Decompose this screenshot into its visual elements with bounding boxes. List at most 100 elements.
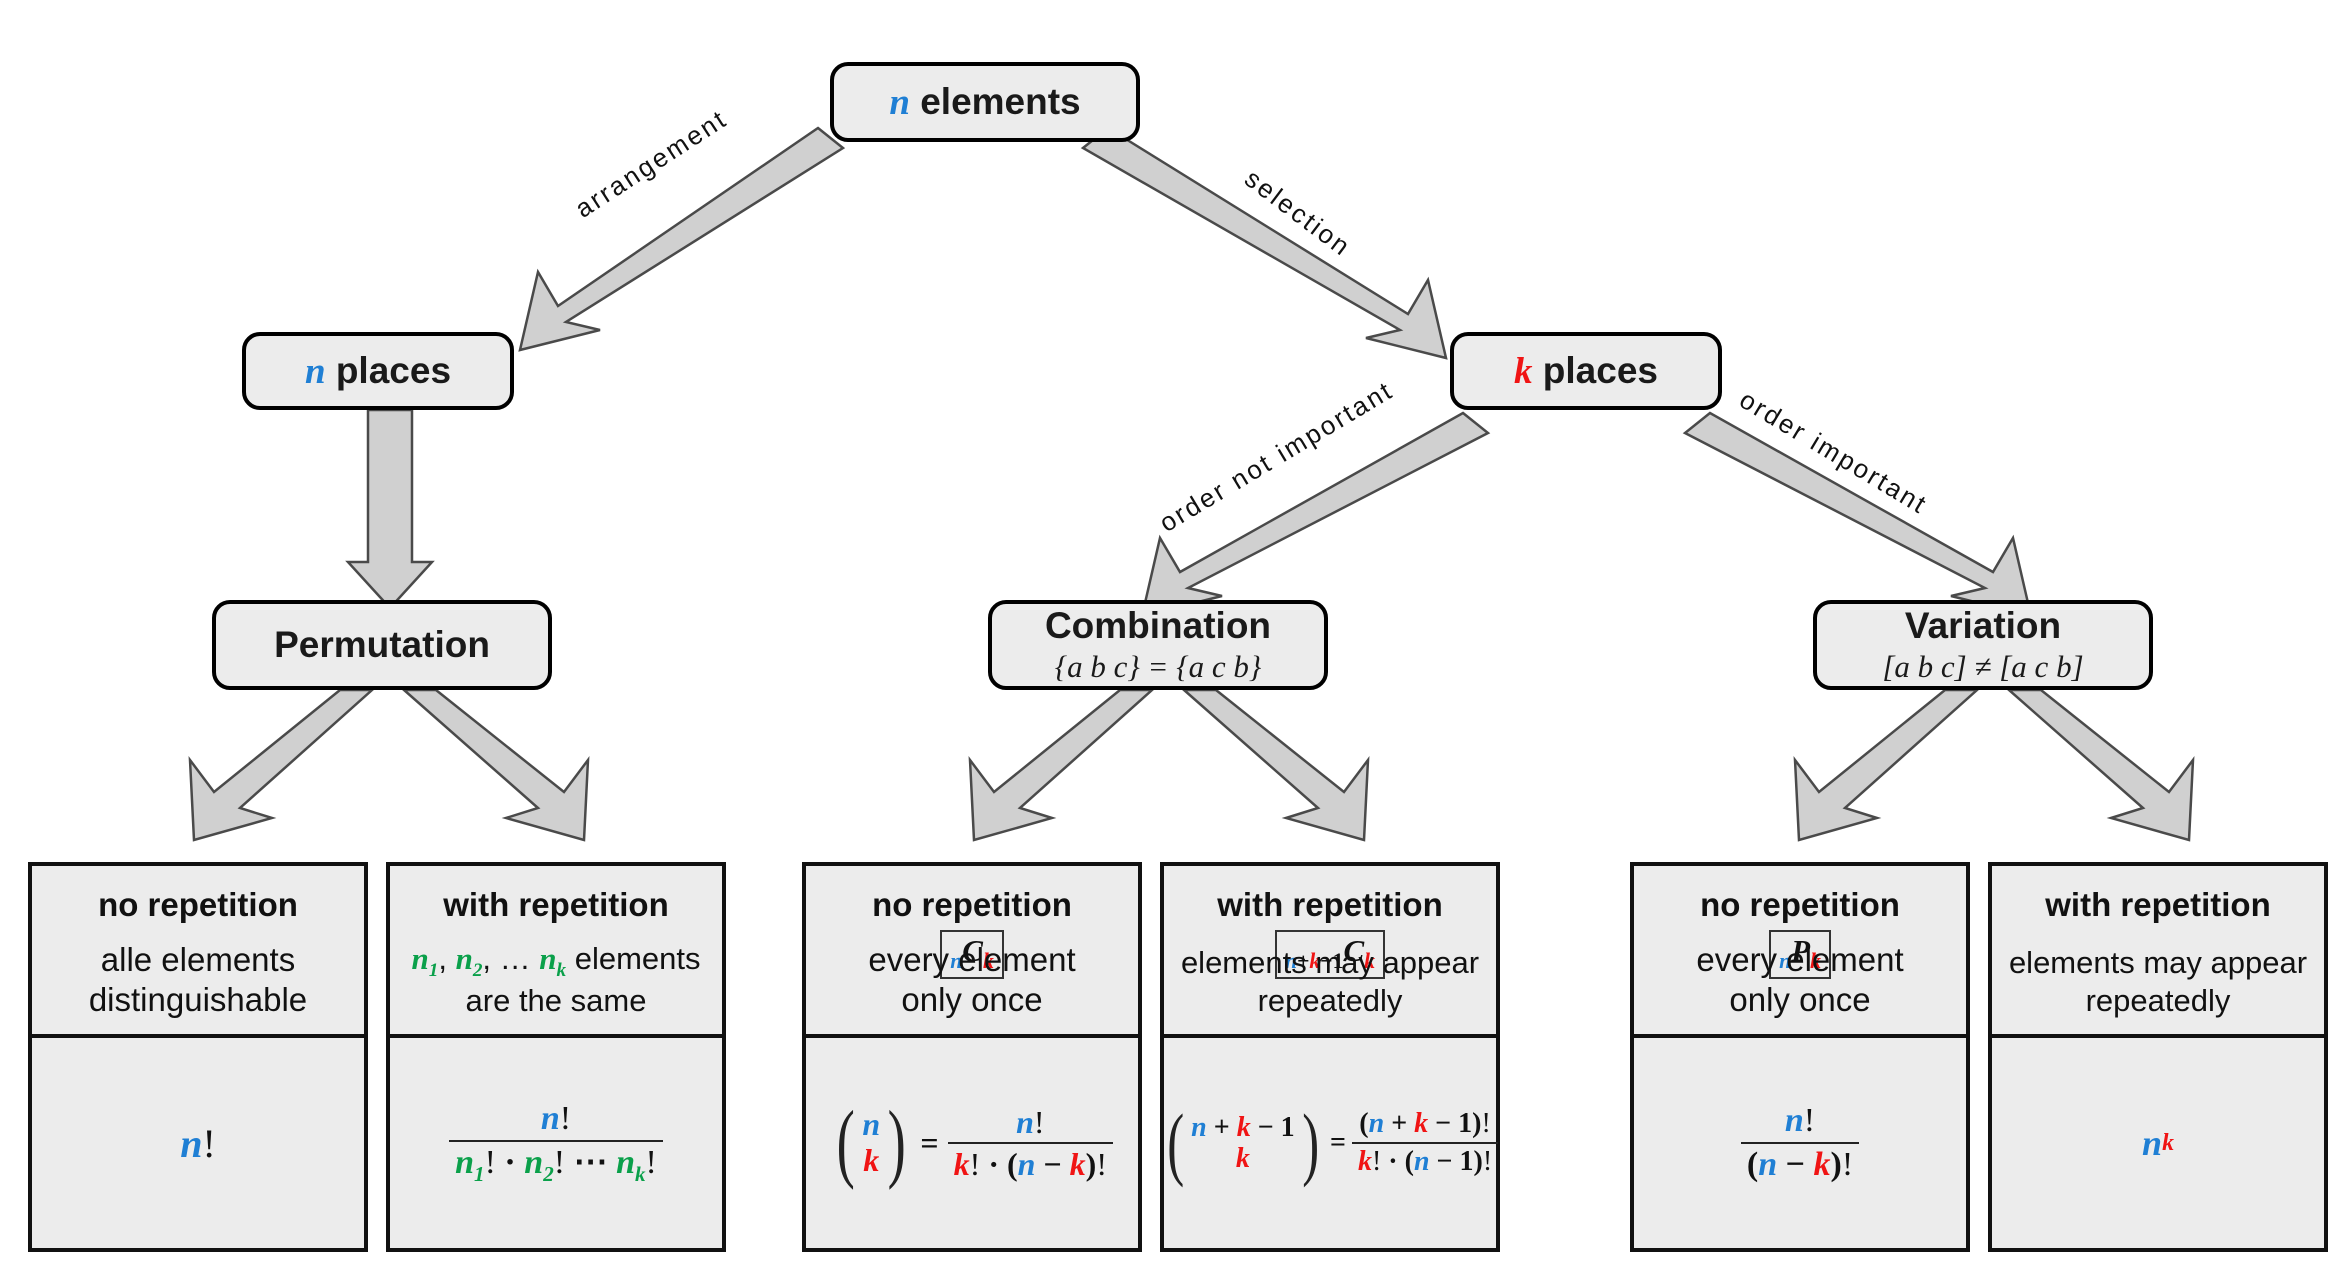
leaf-description-line1: alle elements <box>100 940 296 978</box>
variable-n: n <box>1017 1145 1036 1182</box>
node-k-places[interactable]: k places <box>1450 332 1722 410</box>
variable-nk: n <box>539 940 557 976</box>
subscript-2: 2 <box>543 1161 554 1186</box>
right-paren: ) <box>1085 1145 1097 1182</box>
variable-n: n <box>1285 949 1298 974</box>
leaf-description-line1: elements may appear <box>2008 945 2308 981</box>
leaf-permutation-no-repetition[interactable]: no repetition alle elements distinguisha… <box>28 862 368 1252</box>
leaf-notation-badge: nCk <box>940 930 1004 980</box>
equals-sign: = <box>1329 1127 1346 1158</box>
node-n-places[interactable]: n places <box>242 332 514 410</box>
factorial-sign: ! <box>1803 1101 1816 1139</box>
leaf-upper: no repetition nPk every element only onc… <box>1634 866 1966 1038</box>
leaf-description-line2: are the same <box>465 983 647 1019</box>
leaf-repetition-title: no repetition <box>1700 886 1900 923</box>
subscript-1: 1 <box>474 1161 485 1186</box>
factorial-sign: ! <box>553 1143 566 1181</box>
node-combination[interactable]: Combination {a b c} = {a c b} <box>988 600 1328 690</box>
leaf-formula: n! <box>32 1038 364 1248</box>
factorial-sign: ! <box>1841 1145 1854 1183</box>
leaf-variation-no-repetition[interactable]: no repetition nPk every element only onc… <box>1630 862 1970 1252</box>
variable-n: n <box>1191 1111 1207 1143</box>
edge-label-arrangement: arrangement <box>569 103 733 224</box>
left-paren: ( <box>836 1094 855 1192</box>
leaf-combination-with-repetition[interactable]: with repetition n+k−1Ck elements may app… <box>1160 862 1500 1252</box>
leaf-repetition-title: with repetition <box>2045 886 2271 923</box>
factorial-sign: ! <box>484 1143 496 1181</box>
variable-n: n <box>1016 1103 1034 1140</box>
variable-n2: n <box>524 1143 544 1181</box>
comma-ellipsis: , … <box>482 940 540 976</box>
node-variation[interactable]: Variation [a b c] ≠ [a c b] <box>1813 600 2153 690</box>
variable-k: k <box>1069 1145 1086 1182</box>
fraction-numerator: n! <box>1779 1101 1821 1142</box>
leaf-description: elements may appear repeatedly <box>1164 944 1496 1020</box>
multiplication-dot: · <box>1381 1145 1405 1177</box>
leaf-description-line1: every element <box>1696 940 1904 978</box>
fraction-numerator: n! <box>535 1099 577 1140</box>
minus-sign: − <box>1777 1145 1814 1183</box>
arrow-combination-to-leaf4 <box>1180 688 1370 842</box>
factorial-sign: ! <box>1096 1145 1107 1182</box>
variable-n: n <box>2142 1123 2163 1163</box>
node-combination-title: Combination <box>1044 604 1272 646</box>
fraction-numerator: (n + k − 1)! <box>1353 1109 1497 1141</box>
ellipsis: ⋯ <box>565 1143 617 1181</box>
edge-label-selection: selection <box>1239 163 1358 263</box>
variable-k: k <box>1414 1108 1429 1140</box>
word-elements: elements <box>566 940 701 976</box>
node-variation-subtitle: [a b c] ≠ [a c b] <box>1882 649 2084 685</box>
factorial-sign: ! <box>202 1120 216 1166</box>
leaf-description: elements may appear repeatedly <box>1992 944 2324 1020</box>
fraction-denominator: k! · (n − 1)! <box>1351 1141 1499 1177</box>
multiplication-dot: · <box>980 1145 1007 1182</box>
number-one: 1 <box>1458 1108 1473 1140</box>
right-paren: ) <box>1473 1145 1483 1177</box>
arrow-combination-to-leaf3 <box>968 688 1156 842</box>
symbol-P: P <box>1791 933 1811 968</box>
badge-subscript-expression: n+k−1 <box>1285 949 1343 973</box>
number-one: 1 <box>1280 1111 1295 1143</box>
factorial-sign: ! <box>1033 1103 1045 1140</box>
left-paren: ( <box>1746 1145 1759 1183</box>
exponent-k: k <box>2162 1129 2174 1156</box>
variable-n: n <box>1784 1101 1804 1139</box>
variable-k: k <box>863 1142 880 1178</box>
fraction-numerator: n! <box>1010 1105 1050 1142</box>
node-n-elements-text: elements <box>909 80 1081 122</box>
leaf-upper: with repetition n1, n2, … nk elements ar… <box>390 866 722 1038</box>
factorial-sign: ! <box>1371 1145 1382 1177</box>
leaf-upper: no repetition nCk every element only onc… <box>806 866 1138 1038</box>
leaf-description-line1: n1, n2, … nk elements <box>390 940 722 983</box>
fraction-denominator: (n − k)! <box>1740 1141 1860 1184</box>
variable-n: n <box>540 1099 560 1137</box>
right-paren: ) <box>1301 1097 1319 1189</box>
node-n-places-label: n places <box>305 350 451 392</box>
leaf-description-line2: repeatedly <box>1257 983 1403 1019</box>
leaf-description-line2: repeatedly <box>2085 983 2231 1019</box>
leaf-variation-with-repetition[interactable]: with repetition elements may appear repe… <box>1988 862 2328 1252</box>
leaf-permutation-with-repetition[interactable]: with repetition n1, n2, … nk elements ar… <box>386 862 726 1252</box>
leaf-formula: ( n k ) = n! k! · (n − k)! <box>806 1038 1138 1248</box>
variable-k: k <box>953 1145 970 1182</box>
number-one: 1 <box>1332 949 1344 974</box>
plus-sign: + <box>1206 1111 1237 1143</box>
node-permutation[interactable]: Permutation <box>212 600 552 690</box>
variable-k: k <box>1235 1143 1250 1174</box>
minus-sign: − <box>1320 949 1333 974</box>
subscript-n: n <box>1779 949 1792 974</box>
node-n-elements[interactable]: n elements <box>830 62 1140 142</box>
leaf-repetition-title: with repetition <box>443 886 669 923</box>
left-paren: ( <box>1167 1097 1184 1189</box>
subscript-k: k <box>634 1161 646 1186</box>
subscript-2: 2 <box>472 959 483 981</box>
variable-k: k <box>1236 1111 1251 1143</box>
number-one: 1 <box>1459 1145 1474 1177</box>
binomial-coefficient: ( n k ) <box>831 1094 911 1192</box>
minus-sign: − <box>1429 1145 1460 1177</box>
leaf-combination-no-repetition[interactable]: no repetition nCk every element only onc… <box>802 862 1142 1252</box>
subscript-k: k <box>1364 949 1375 974</box>
leaf-formula: ( n + k − 1 k ) = (n + k − 1)! k! · (n −… <box>1164 1038 1499 1248</box>
plus-sign: + <box>1384 1108 1415 1140</box>
